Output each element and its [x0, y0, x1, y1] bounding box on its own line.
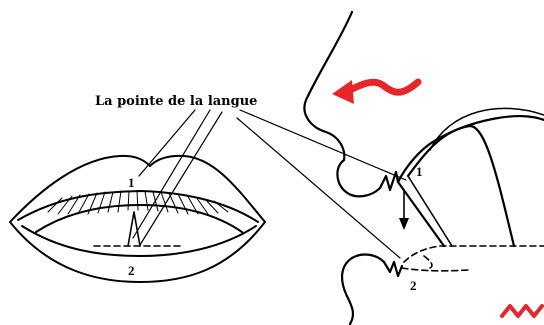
profile-label-1: 1	[416, 164, 423, 179]
lower-teeth-profile	[384, 262, 402, 276]
front-label-1: 1	[128, 175, 135, 190]
leader-line-front-2	[133, 110, 210, 238]
tongue-upper-inner	[408, 176, 452, 246]
leader-line-front-2b	[140, 112, 222, 245]
airflow-arrow-icon	[332, 80, 418, 104]
upper-lip-profile	[337, 160, 380, 196]
vibration-zigzag-icon	[502, 306, 542, 316]
profile-view	[304, 12, 544, 324]
upper-teeth-profile	[380, 172, 398, 190]
profile-label-2: 2	[410, 278, 417, 293]
chin-outline	[342, 258, 353, 324]
tongue-body	[408, 126, 514, 246]
front-view-lips	[10, 156, 265, 282]
front-label-2: 2	[128, 263, 135, 278]
leader-line-front-1	[139, 110, 195, 176]
leader-line-profile-1	[240, 110, 406, 180]
tongue-dashed-upper	[404, 246, 544, 262]
palate-back	[430, 108, 544, 150]
tongue-position-2	[402, 246, 544, 271]
tongue-upper	[398, 182, 444, 246]
leader-line-profile-2	[237, 118, 400, 258]
tongue-dashed-tip	[424, 256, 432, 268]
lower-lip-profile	[352, 255, 384, 262]
tongue-dashed-lower	[402, 268, 468, 271]
diagram-caption: La pointe de la langue	[95, 94, 257, 109]
upper-teeth-hatching	[48, 191, 228, 214]
leader-lines	[133, 110, 406, 258]
